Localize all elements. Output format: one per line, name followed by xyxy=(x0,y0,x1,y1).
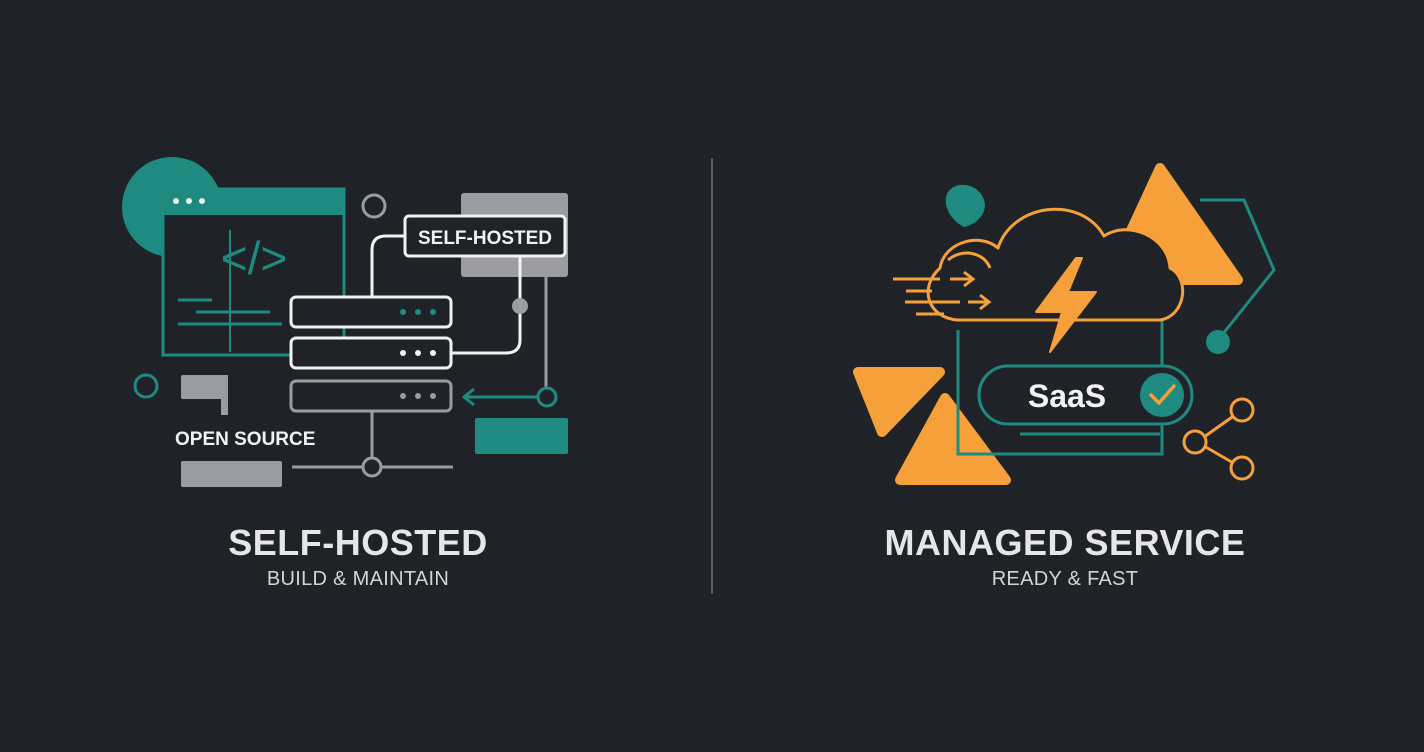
return-arrow xyxy=(461,277,558,408)
code-glyph: </> xyxy=(221,232,288,284)
self-hosted-subtitle: BUILD & MAINTAIN xyxy=(266,568,450,590)
connector-node xyxy=(512,298,528,314)
server-stack-icon xyxy=(289,295,453,413)
share-icon xyxy=(1182,397,1255,481)
teal-link-line xyxy=(1200,198,1276,341)
lightning-icon xyxy=(1035,257,1097,353)
gray-bar xyxy=(181,461,282,487)
speed-lines xyxy=(893,270,992,316)
self-hosted-tag: SELF-HOSTED xyxy=(403,214,567,258)
managed-service-title: MANAGED SERVICE xyxy=(884,522,1246,563)
orange-triangle-left xyxy=(853,367,945,437)
saas-badge-label: SaaS xyxy=(1028,378,1106,414)
teal-drop xyxy=(945,184,985,227)
check-icon xyxy=(1149,384,1176,405)
self-hosted-illustration: </> SELF-HOSTED xyxy=(122,157,568,487)
code-window-icon: </> xyxy=(161,187,346,357)
saas-badge: SaaS xyxy=(977,364,1194,426)
managed-service-subtitle: READY & FAST xyxy=(991,568,1139,590)
orange-triangle-bottom xyxy=(895,393,1011,485)
open-source-label: OPEN SOURCE xyxy=(175,429,315,450)
teal-ring xyxy=(133,373,159,399)
teal-block xyxy=(475,418,568,454)
gray-bubble xyxy=(181,375,228,415)
teal-dot xyxy=(1206,330,1230,354)
self-hosted-title: SELF-HOSTED xyxy=(228,522,488,563)
bus-node xyxy=(361,456,383,478)
server-connector xyxy=(451,256,522,355)
tag-connector xyxy=(370,234,405,296)
managed-service-illustration: SaaS xyxy=(853,163,1276,485)
cloud-icon xyxy=(926,207,1185,322)
node-circle xyxy=(361,193,387,219)
check-icon-circle xyxy=(1140,373,1184,417)
self-hosted-tag-label: SELF-HOSTED xyxy=(418,228,552,249)
